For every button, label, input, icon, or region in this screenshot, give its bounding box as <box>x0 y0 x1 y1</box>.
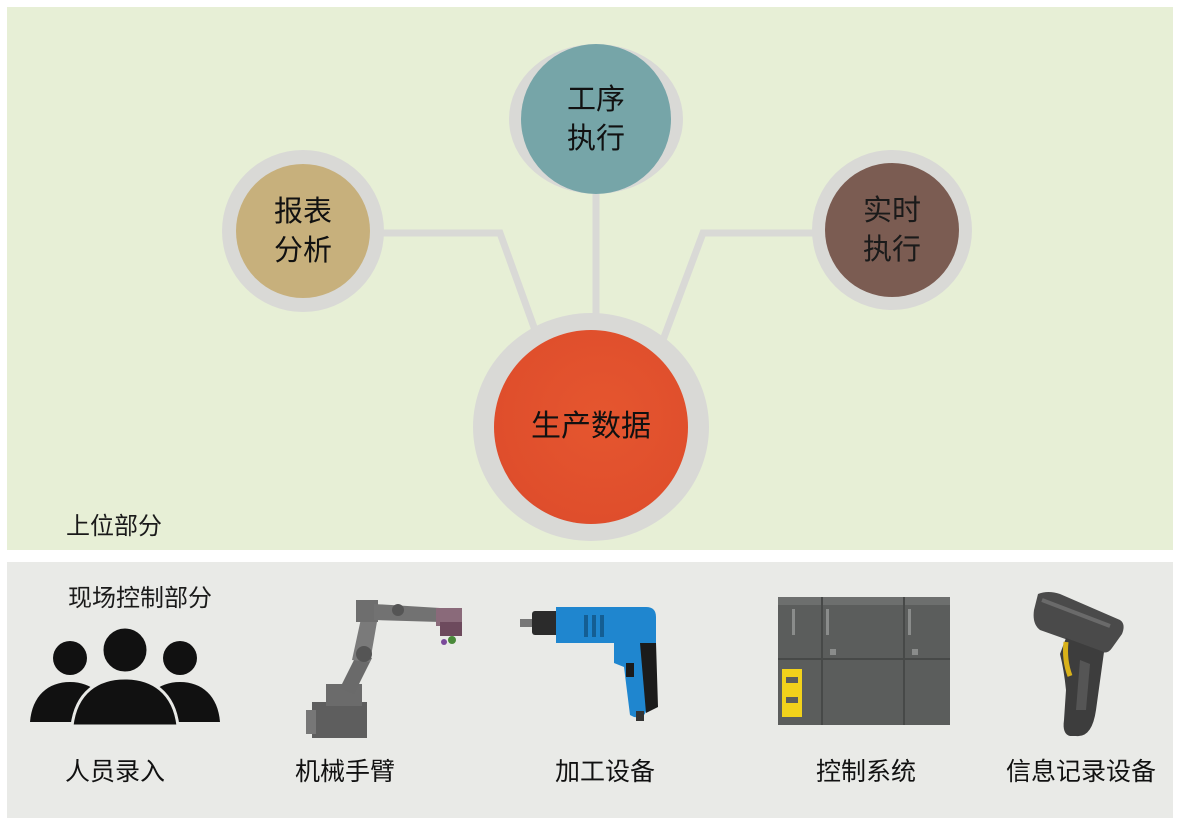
people-icon <box>30 625 220 728</box>
device-label-control-system: 控制系统 <box>815 757 917 786</box>
report-analysis-node: 报表 分析 <box>222 150 384 312</box>
process-execution-circle: 工序 执行 <box>521 44 671 194</box>
realtime-execution-circle: 实时 执行 <box>825 163 959 297</box>
report-analysis-line2: 分析 <box>273 233 332 267</box>
electric-drill-icon <box>520 607 658 721</box>
realtime-execution-node: 实时 执行 <box>812 150 972 310</box>
process-execution-node: 工序 执行 <box>509 44 683 194</box>
upper-section-label: 上位部分 <box>66 512 162 540</box>
device-label-people: 人员录入 <box>64 757 166 786</box>
connector-report <box>383 229 539 332</box>
realtime-execution-line2: 执行 <box>862 232 921 266</box>
robot-arm-icon <box>306 600 462 738</box>
realtime-execution-line1: 实时 <box>862 192 921 227</box>
barcode-scanner-icon <box>1033 592 1124 737</box>
plc-controller-icon <box>778 597 950 725</box>
connector-lines <box>383 190 817 342</box>
device-label-robot-arm: 机械手臂 <box>294 757 396 786</box>
report-analysis-line1: 报表 <box>273 193 332 228</box>
production-data-label: 生产数据 <box>531 408 651 444</box>
device-label-processing-equipment: 加工设备 <box>554 757 656 786</box>
production-data-node: 生产数据 <box>473 313 709 541</box>
production-data-circle: 生产数据 <box>494 330 688 524</box>
lower-section-label: 现场控制部分 <box>68 584 212 612</box>
process-execution-line1: 工序 <box>566 81 625 116</box>
process-execution-line2: 执行 <box>566 121 625 155</box>
device-label-info-recorder: 信息记录设备 <box>1005 757 1157 786</box>
report-analysis-circle: 报表 分析 <box>236 164 370 298</box>
connector-realtime <box>659 229 817 342</box>
